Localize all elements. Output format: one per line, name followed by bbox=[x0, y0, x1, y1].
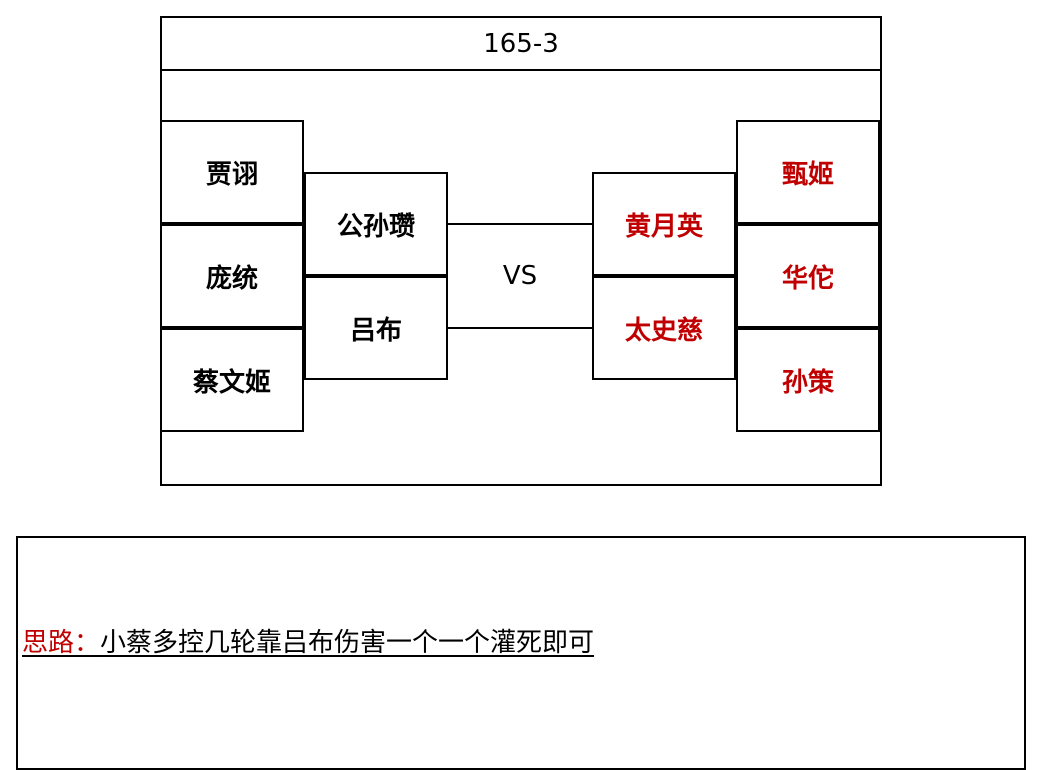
strategy-note: 思路：小蔡多控几轮靠吕布伤害一个一个灌死即可 bbox=[16, 536, 1026, 770]
connector-line bbox=[448, 327, 592, 329]
vs-label: VS bbox=[502, 261, 538, 291]
strategy-line: 思路：小蔡多控几轮靠吕布伤害一个一个灌死即可 bbox=[22, 622, 594, 659]
left-back-3: 蔡文姬 bbox=[160, 328, 304, 432]
left-back-2: 庞统 bbox=[160, 224, 304, 328]
strategy-label: 思路： bbox=[22, 628, 101, 658]
left-back-1: 贾诩 bbox=[160, 120, 304, 224]
left-front-2: 吕布 bbox=[304, 276, 448, 380]
connector-line bbox=[448, 223, 592, 225]
board-title: 165-3 bbox=[162, 18, 880, 71]
right-back-1: 甄姬 bbox=[736, 120, 880, 224]
right-back-2: 华佗 bbox=[736, 224, 880, 328]
strategy-text: 小蔡多控几轮靠吕布伤害一个一个灌死即可 bbox=[100, 628, 595, 658]
right-back-3: 孙策 bbox=[736, 328, 880, 432]
right-front-2: 太史慈 bbox=[592, 276, 736, 380]
right-front-1: 黄月英 bbox=[592, 172, 736, 276]
left-front-1: 公孙瓒 bbox=[304, 172, 448, 276]
